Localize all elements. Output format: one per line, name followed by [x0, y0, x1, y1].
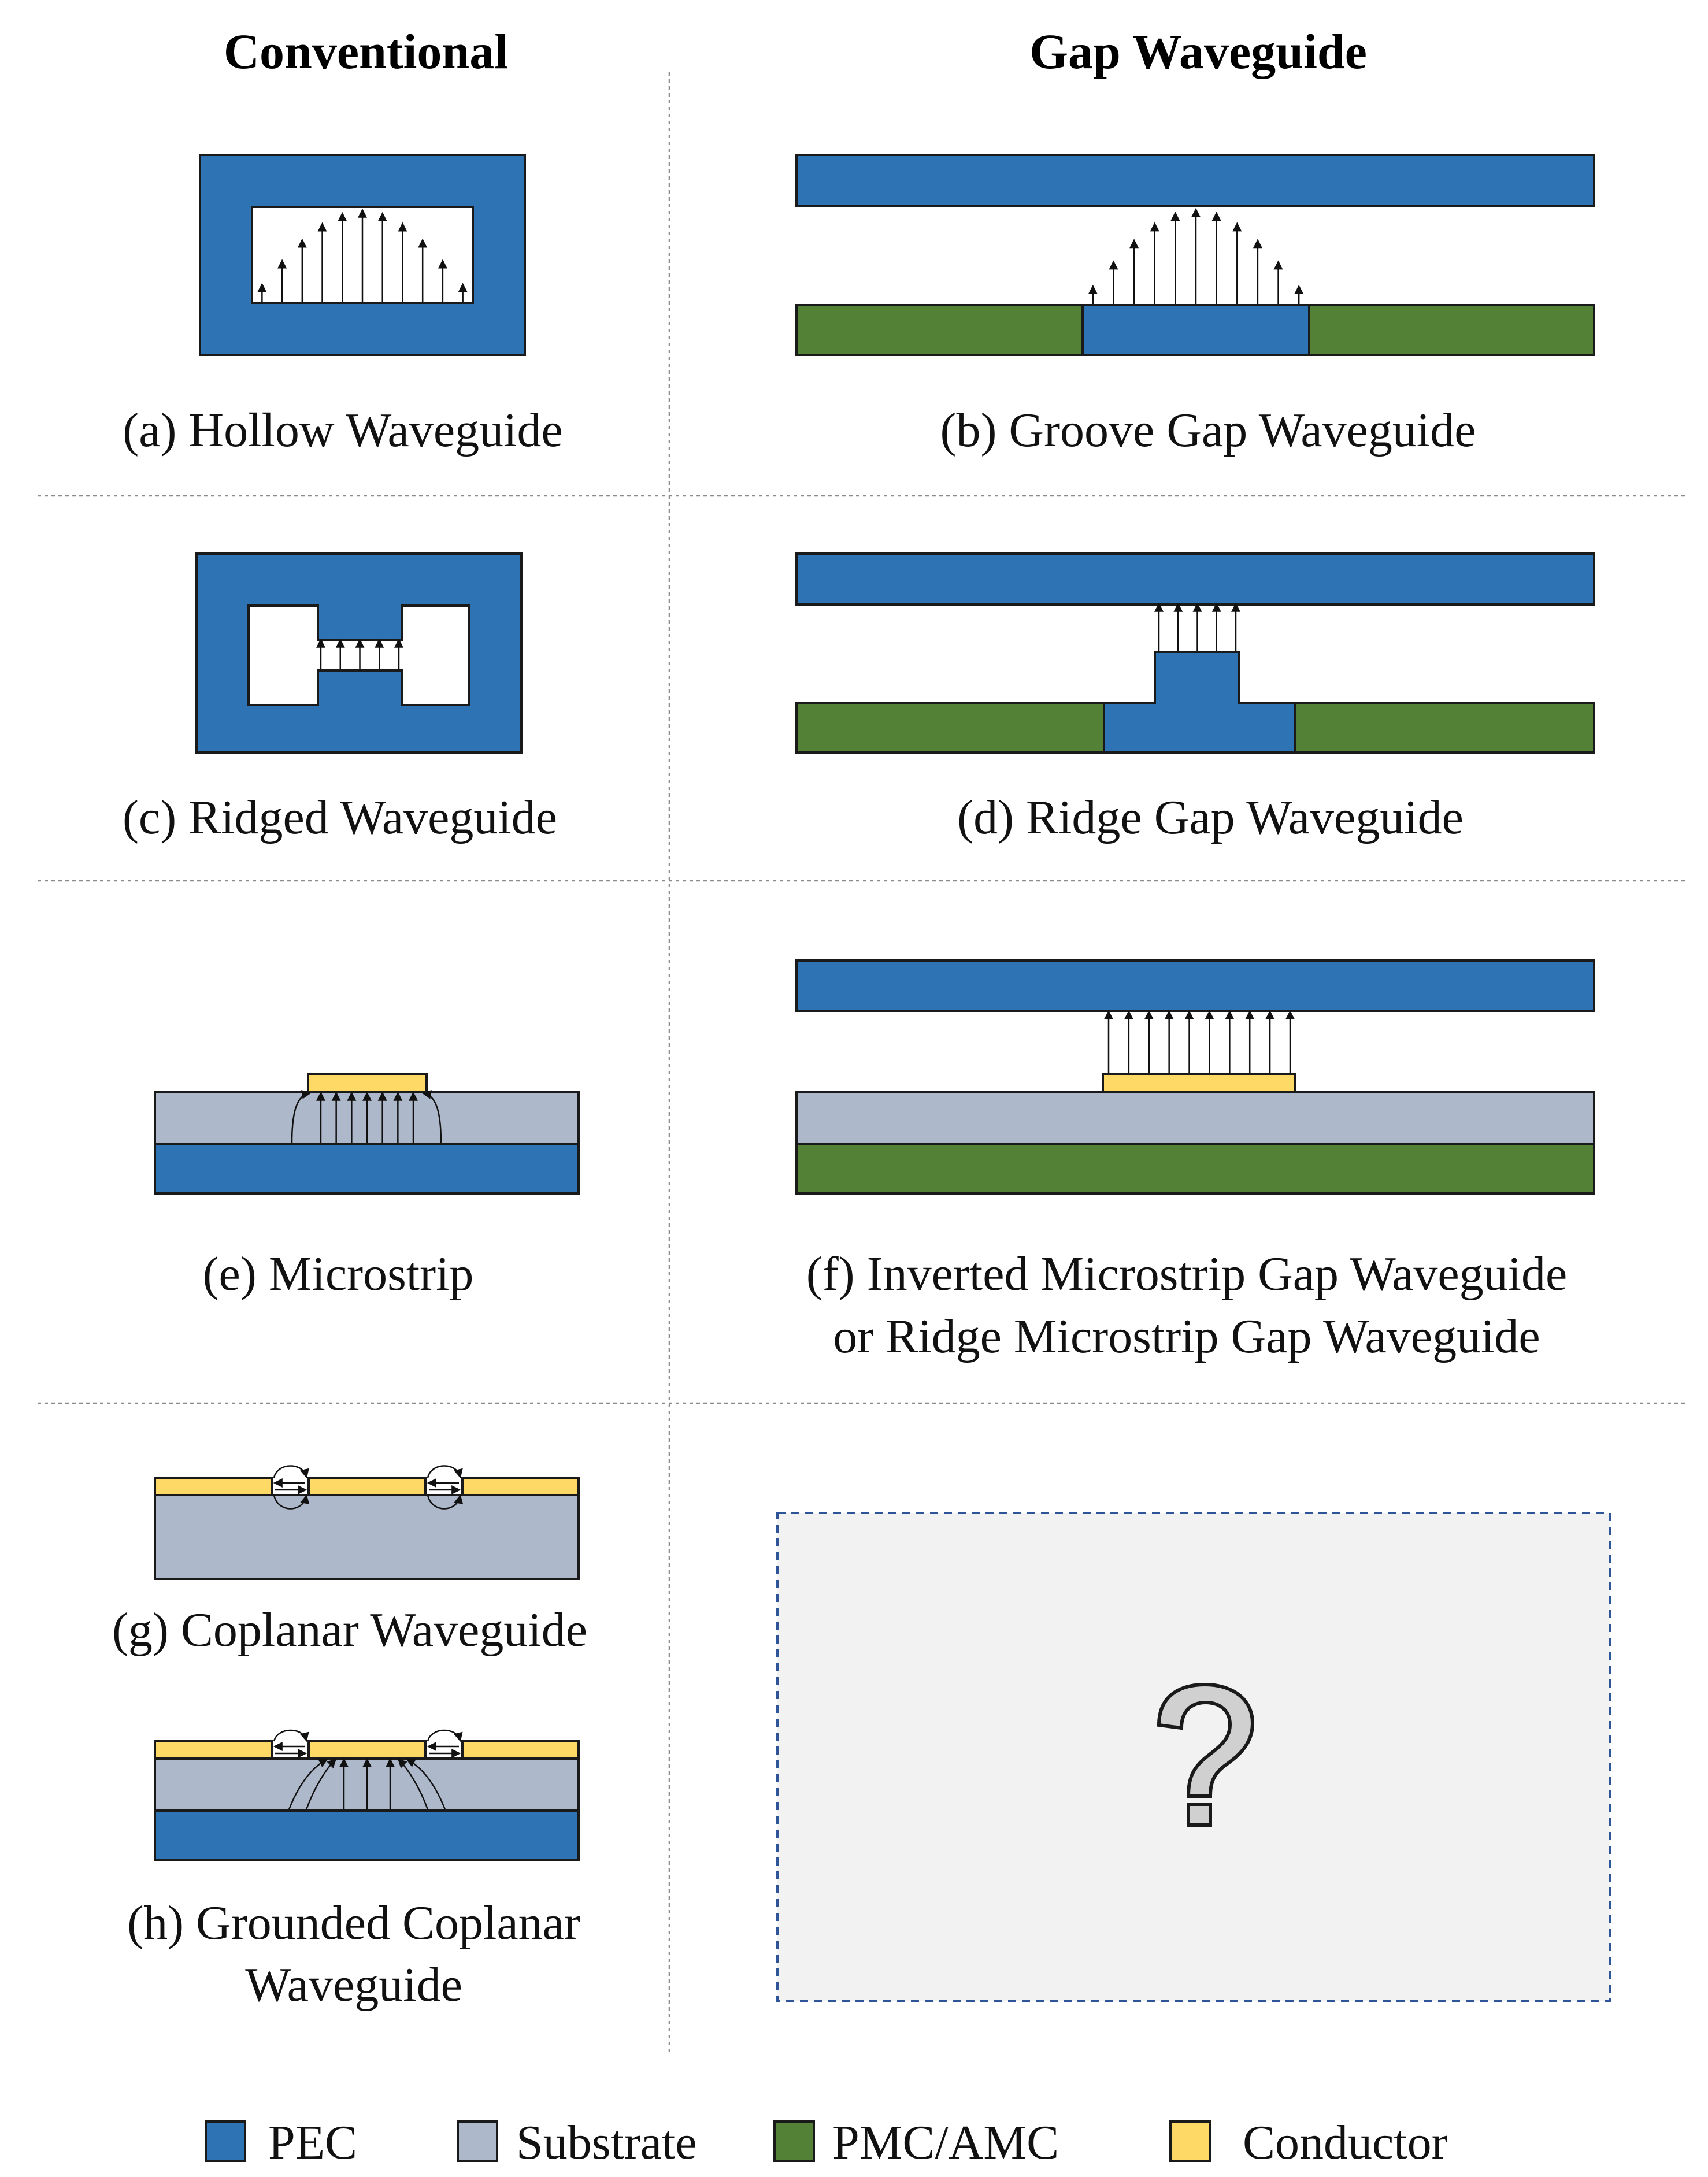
ground-plane [154, 1809, 580, 1861]
legend-swatch-pmc-amc [773, 2120, 815, 2162]
hollow-waveguide-figure [199, 154, 526, 356]
field-arrows [257, 208, 468, 302]
pmc-right [1294, 702, 1595, 754]
caption-ridged-waveguide: (c) Ridged Waveguide [123, 791, 557, 844]
question-mark-dot [1187, 1803, 1212, 1827]
ridge-pec [1103, 651, 1296, 754]
caption-coplanar-waveguide: (g) Coplanar Waveguide [112, 1603, 587, 1657]
microstrip-figure [154, 1073, 580, 1195]
legend-swatch-substrate [457, 2120, 498, 2162]
legend-swatch-conductor [1169, 2120, 1211, 2162]
field-arrows [1104, 1010, 1295, 1073]
unknown-placeholder: ? [776, 1512, 1611, 2002]
field-arrows [291, 1090, 442, 1144]
strip-conductor [1102, 1073, 1296, 1093]
strip-conductor [307, 1073, 428, 1093]
field-arrows [316, 638, 403, 669]
header-gap-waveguide: Gap Waveguide [1029, 24, 1367, 79]
groove-gap-waveguide-figure [795, 154, 1595, 356]
slot-fringe [427, 1494, 464, 1510]
ridged-waveguide-figure [195, 552, 523, 754]
ground-conductor-left [154, 1740, 273, 1760]
pmc-left [795, 702, 1105, 754]
ground-fringe-right [406, 1759, 446, 1810]
field-arrows [1088, 207, 1304, 304]
top-pec-plate [795, 552, 1595, 606]
field-arrows [1154, 602, 1240, 651]
pmc-right [1308, 304, 1595, 356]
slot-fringe [427, 1465, 463, 1479]
caption-microstrip: (e) Microstrip [203, 1247, 474, 1301]
inverted-microstrip-gap-waveguide-figure [795, 959, 1595, 1195]
pmc-layer [795, 1143, 1595, 1195]
fringe-field-left [291, 1090, 312, 1144]
pmc-left [795, 304, 1084, 356]
ground-plane [154, 1143, 580, 1195]
substrate-layer [154, 1494, 580, 1580]
slot-fringe [427, 1729, 463, 1742]
top-pec-plate [795, 959, 1595, 1012]
dividers [38, 72, 1688, 2054]
caption-ridge-gap-waveguide: (d) Ridge Gap Waveguide [957, 791, 1464, 844]
placeholder-box [776, 1512, 1611, 2002]
header-conventional: Conventional [224, 24, 508, 79]
slot-fringe [273, 1465, 309, 1479]
ground-conductor-right [461, 1477, 580, 1496]
caption-grounded-coplanar-line1: (h) Grounded Coplanar [127, 1896, 580, 1950]
question-mark-icon [1157, 1682, 1255, 1798]
ground-fringe-right [397, 1758, 429, 1810]
ridge-gap-waveguide-figure [795, 552, 1595, 754]
groove-pec [1081, 304, 1310, 356]
caption-inverted-microstrip-line1: (f) Inverted Microstrip Gap Waveguide [806, 1247, 1568, 1301]
ground-fringe-left [288, 1759, 328, 1810]
caption-hollow-waveguide: (a) Hollow Waveguide [123, 403, 562, 457]
caption-groove-gap-waveguide: (b) Groove Gap Waveguide [940, 403, 1476, 457]
slot-fringe [273, 1494, 310, 1510]
caption-inverted-microstrip-line2: or Ridge Microstrip Gap Waveguide [833, 1310, 1540, 1363]
legend-label-substrate: Substrate [516, 2116, 697, 2169]
caption-grounded-coplanar-line2: Waveguide [245, 1958, 462, 2012]
substrate-layer [795, 1091, 1595, 1145]
fringe-field-right [421, 1090, 442, 1144]
field-arrows [273, 1465, 464, 1510]
legend: PEC Substrate PMC/AMC Conductor [205, 2116, 1448, 2169]
ground-conductor-left [154, 1477, 273, 1496]
coplanar-waveguide-figure [154, 1465, 580, 1580]
legend-label-conductor: Conductor [1243, 2116, 1448, 2169]
legend-swatch-pec [205, 2120, 246, 2162]
center-conductor [307, 1740, 427, 1760]
legend-label-pmc-amc: PMC/AMC [832, 2116, 1059, 2169]
slot-fringe [273, 1729, 309, 1742]
ground-conductor-right [461, 1740, 580, 1760]
top-pec-plate [795, 154, 1595, 207]
grounded-coplanar-waveguide-figure [154, 1729, 580, 1861]
legend-label-pec: PEC [268, 2116, 357, 2169]
center-conductor [307, 1477, 427, 1496]
field-arrows [273, 1729, 463, 1810]
ground-fringe-left [305, 1758, 337, 1810]
